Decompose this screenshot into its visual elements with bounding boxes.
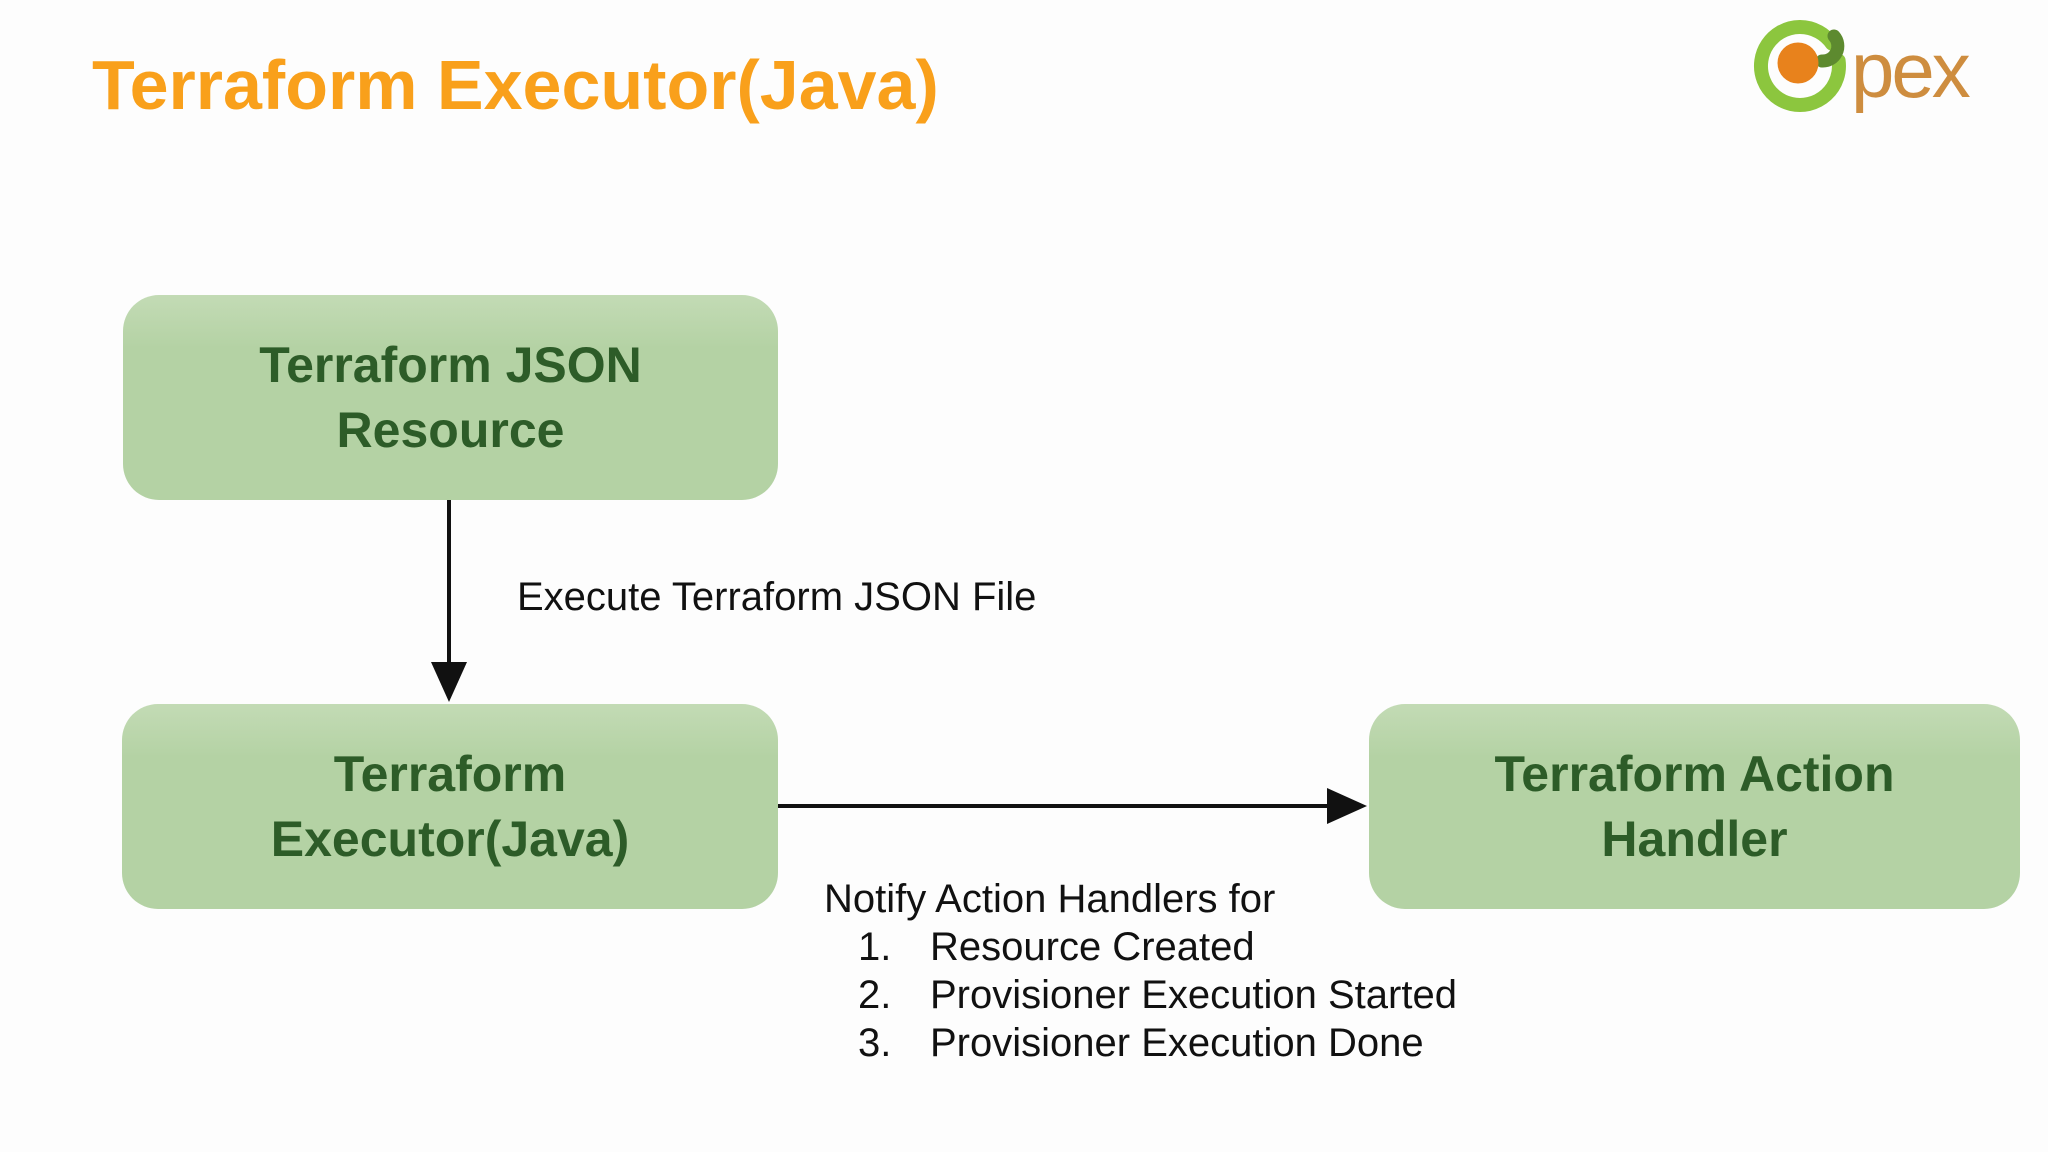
notify-list-item: 2. Provisioner Execution Started — [824, 971, 1457, 1019]
node-label-line: Terraform — [333, 745, 567, 802]
notify-arrow-label-block: Notify Action Handlers for 1. Resource Cr… — [824, 875, 1457, 1067]
notify-item-number: 2. — [858, 973, 892, 1017]
notify-item-number: 1. — [858, 925, 892, 969]
opex-logo: pex — [1748, 14, 1998, 132]
node-label-line: Handler — [1601, 810, 1788, 867]
notify-item-text: Provisioner Execution Started — [930, 973, 1457, 1017]
notify-item-text: Provisioner Execution Done — [930, 1021, 1424, 1065]
logo-wordmark: pex — [1851, 26, 1971, 114]
logo-dot-icon — [1777, 42, 1819, 84]
logo-hook — [1815, 29, 1845, 68]
node-label-line: Terraform Action — [1494, 745, 1895, 802]
execute-arrow-label: Execute Terraform JSON File — [517, 575, 1037, 619]
notify-item-text: Resource Created — [930, 925, 1255, 969]
node-terraform-action-handler: Terraform Action Handler — [1369, 704, 2020, 909]
node-label-line: Executor(Java) — [270, 810, 630, 867]
notify-arrow-head — [1327, 788, 1367, 824]
page-title: Terraform Executor(Java) — [92, 46, 939, 124]
notify-list-item: 3. Provisioner Execution Done — [824, 1019, 1457, 1067]
execute-arrow-head — [431, 662, 467, 702]
notify-label: Notify Action Handlers for — [824, 877, 1276, 921]
node-label-line: Resource — [336, 401, 565, 458]
opex-logo-mark — [1753, 20, 1846, 112]
notify-item-number: 3. — [858, 1021, 892, 1065]
logo-ring — [1753, 20, 1846, 112]
notify-list-item: 1. Resource Created — [824, 923, 1457, 971]
node-label-line: Terraform JSON — [259, 336, 642, 393]
node-terraform-executor-java: Terraform Executor(Java) — [122, 704, 778, 909]
node-terraform-json-resource: Terraform JSON Resource — [123, 295, 778, 500]
